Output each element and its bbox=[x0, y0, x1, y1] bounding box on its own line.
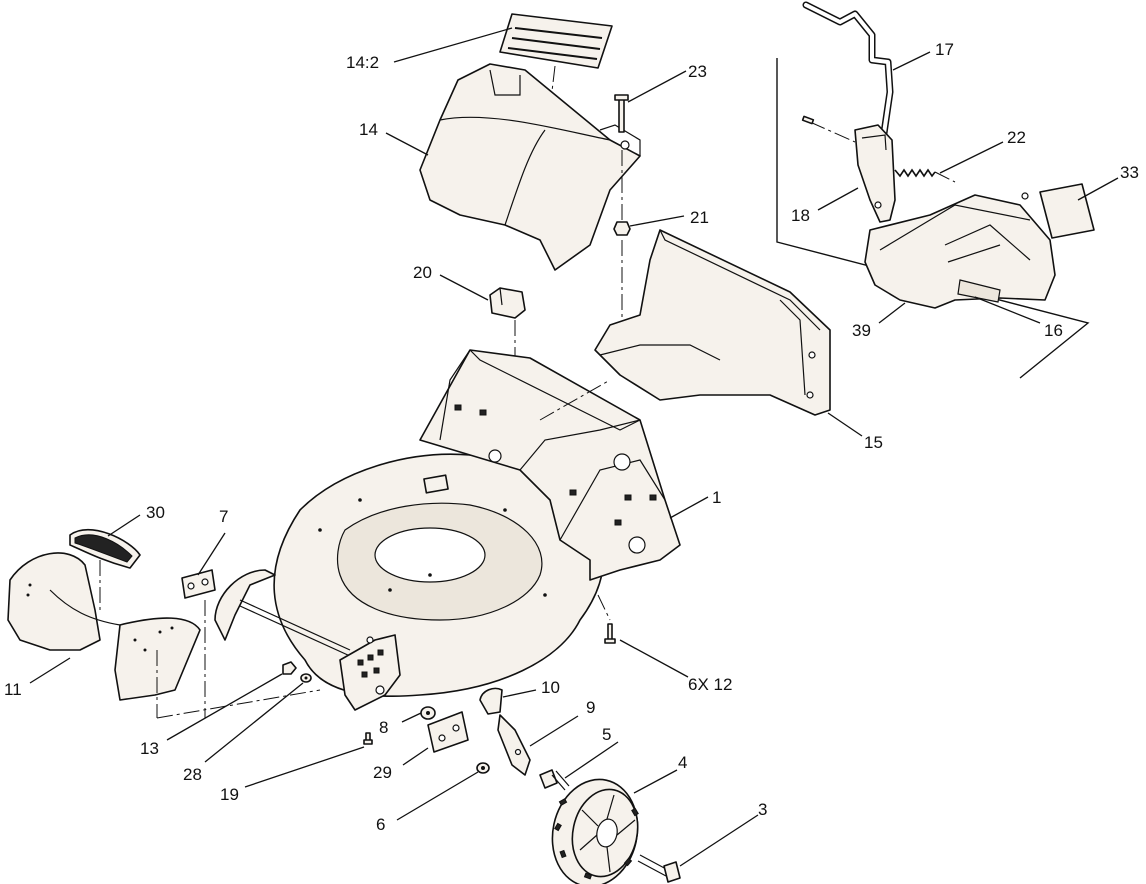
housing-16-39-part bbox=[864, 192, 1056, 309]
callout-22: 22 bbox=[1007, 128, 1026, 147]
nut-21-part bbox=[613, 221, 631, 320]
bolt-3-part bbox=[637, 854, 681, 883]
callout-6: 6 bbox=[376, 815, 385, 834]
callout-5: 5 bbox=[602, 725, 611, 744]
callout-18: 18 bbox=[791, 206, 810, 225]
callout-33: 33 bbox=[1120, 163, 1139, 182]
rod-17-part bbox=[802, 1, 894, 144]
bolt-5-part bbox=[539, 769, 570, 791]
callout-15: 15 bbox=[864, 433, 883, 452]
callout-4: 4 bbox=[678, 753, 687, 772]
callout-11: 11 bbox=[4, 680, 22, 699]
rear-cover-part bbox=[419, 63, 641, 271]
callout-20: 20 bbox=[413, 263, 432, 282]
callout-9: 9 bbox=[586, 698, 595, 717]
callout-19: 19 bbox=[220, 785, 239, 804]
callout-17: 17 bbox=[935, 40, 954, 59]
leader-lines bbox=[29, 27, 1119, 867]
axle-assembly-part bbox=[239, 599, 401, 711]
callout-28: 28 bbox=[183, 765, 202, 784]
callout-16: 16 bbox=[1044, 321, 1063, 340]
callout-8: 8 bbox=[379, 718, 388, 737]
plate-7-part bbox=[156, 569, 321, 719]
nut-6-part bbox=[476, 762, 490, 774]
discharge-chute-part bbox=[594, 229, 831, 416]
callout-10: 10 bbox=[541, 678, 560, 697]
plate-29-part bbox=[427, 711, 469, 753]
front-cover-part bbox=[7, 552, 201, 718]
washer-8-part bbox=[420, 706, 436, 720]
spring-22-part bbox=[894, 168, 956, 183]
badge-30-part bbox=[69, 529, 141, 610]
hardware-13-28-part bbox=[282, 661, 312, 683]
bracket-18-part bbox=[801, 115, 896, 223]
callout-14-2: 14:2 bbox=[346, 53, 379, 72]
callout-13: 13 bbox=[140, 739, 159, 758]
callout-21: 21 bbox=[690, 208, 709, 227]
callout-7: 7 bbox=[219, 507, 228, 526]
mower-deck-part bbox=[273, 349, 681, 698]
clip-20-part bbox=[489, 287, 526, 360]
callout-39: 39 bbox=[852, 321, 871, 340]
decal-part bbox=[499, 13, 613, 126]
callout-30: 30 bbox=[146, 503, 165, 522]
callout-6x12: 6X 12 bbox=[688, 675, 732, 694]
callout-labels: 1 3 4 5 6 6X 12 7 8 9 10 11 13 14 14:2 1… bbox=[4, 40, 1139, 834]
lever-9-part bbox=[497, 714, 531, 776]
callout-3: 3 bbox=[758, 800, 767, 819]
callout-1: 1 bbox=[712, 488, 721, 507]
screw-6x12-part bbox=[597, 594, 616, 644]
screw-23-part bbox=[614, 94, 629, 220]
label-33-part bbox=[1039, 183, 1095, 239]
knob-10-part bbox=[479, 687, 503, 715]
callout-29: 29 bbox=[373, 763, 392, 782]
callout-23: 23 bbox=[688, 62, 707, 81]
wheel-4-part bbox=[551, 778, 639, 884]
screw-19-part bbox=[363, 732, 373, 745]
callout-14: 14 bbox=[359, 120, 378, 139]
